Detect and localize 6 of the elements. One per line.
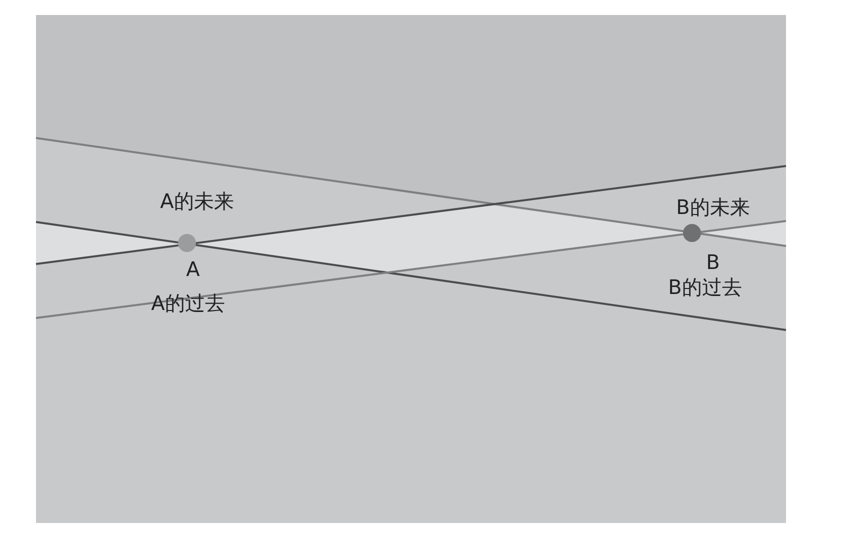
region-label: A的过去: [151, 293, 225, 313]
region-label: B的过去: [668, 277, 742, 297]
event-label: A: [186, 259, 200, 279]
region-label: A的未来: [160, 191, 234, 211]
event-label: B: [706, 252, 720, 272]
region-label: B的未来: [676, 197, 750, 217]
